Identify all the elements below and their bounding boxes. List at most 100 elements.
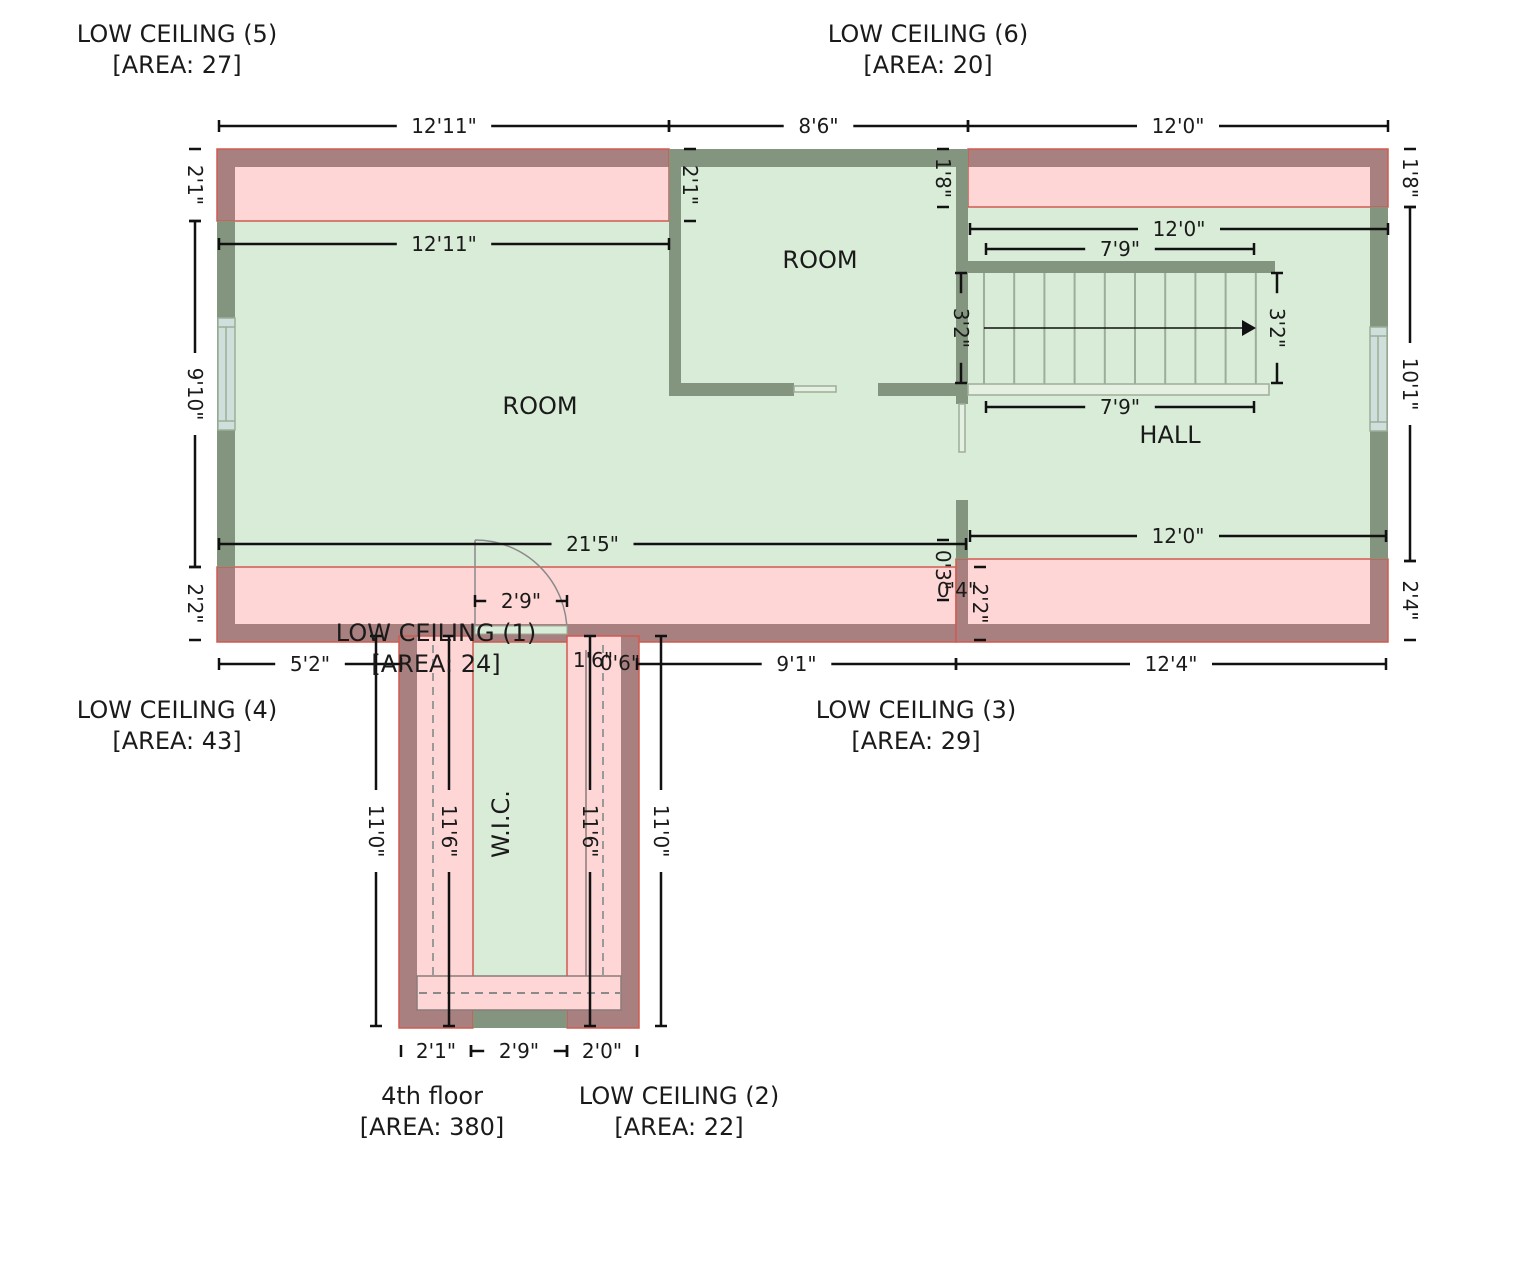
dimension-label: 2'2" bbox=[183, 583, 207, 623]
low-ceiling-6-label: LOW CEILING (6) [AREA: 20] bbox=[828, 20, 1028, 79]
dimension-wic-bot-left: 2'1" bbox=[399, 1039, 473, 1063]
dimension-label: 10'1" bbox=[1398, 358, 1422, 411]
sliding-door-small-room[interactable] bbox=[793, 385, 837, 393]
low-ceiling-3-zone bbox=[955, 558, 1389, 643]
dimension-label: 12'0" bbox=[1152, 114, 1205, 138]
dimension-stair-right: 3'2" bbox=[1265, 271, 1289, 385]
room-label-main: ROOM bbox=[502, 392, 577, 420]
wic-bottom-wall bbox=[473, 1010, 567, 1028]
wall-stair-top bbox=[968, 261, 1275, 273]
low-ceiling-4-zone bbox=[216, 566, 957, 643]
dimension-label: 7'9" bbox=[1100, 237, 1140, 261]
dimension-label: 12'0" bbox=[1153, 217, 1206, 241]
dimension-top-left: 12'11" bbox=[217, 114, 671, 138]
svg-text:LOW CEILING (3): LOW CEILING (3) bbox=[816, 696, 1016, 724]
dim-overlap-4: 0'6" bbox=[600, 651, 640, 675]
dimension-label: 2'2" bbox=[968, 583, 992, 623]
svg-text:[AREA: 27]: [AREA: 27] bbox=[112, 51, 241, 79]
dimension-door-width: 2'9" bbox=[473, 589, 569, 613]
dimension-label: 11'0" bbox=[649, 805, 673, 858]
dimension-label: 7'9" bbox=[1100, 395, 1140, 419]
wic-door[interactable] bbox=[474, 539, 568, 635]
dimension-label: 1'8" bbox=[931, 158, 955, 198]
dimension-label: 12'0" bbox=[1152, 524, 1205, 548]
low-ceiling-1-zone bbox=[398, 635, 474, 1029]
dimension-label: 12'4" bbox=[1145, 652, 1198, 676]
wall-small-room-left bbox=[669, 149, 681, 396]
dimension-top-mid: 8'6" bbox=[667, 114, 970, 138]
dimension-label: 2'1" bbox=[416, 1039, 456, 1063]
dimension-label: 2'4" bbox=[1398, 580, 1422, 620]
dimension-right-bot: 2'4" bbox=[1398, 559, 1422, 642]
dimension-small-c: 2'2" bbox=[968, 565, 992, 642]
staircase[interactable] bbox=[967, 273, 1270, 396]
dimension-wic-bot-right: 2'0" bbox=[565, 1039, 639, 1063]
window-left bbox=[217, 317, 236, 431]
low-ceiling-2-label: LOW CEILING (2) [AREA: 22] bbox=[579, 1082, 779, 1141]
wall-small-room-top bbox=[669, 149, 968, 167]
low-ceiling-5-label: LOW CEILING (5) [AREA: 27] bbox=[77, 20, 277, 79]
dimension-wic-left-outer: 11'0" bbox=[364, 634, 388, 1028]
dimension-label: 2'9" bbox=[499, 1039, 539, 1063]
dimension-wic-right-inner: 11'6" bbox=[578, 634, 602, 1028]
dimension-right-mid: 10'1" bbox=[1398, 205, 1422, 563]
svg-text:[AREA: 24]: [AREA: 24] bbox=[371, 650, 500, 678]
dimension-label: 12'11" bbox=[411, 114, 477, 138]
svg-text:LOW CEILING (5): LOW CEILING (5) bbox=[77, 20, 277, 48]
low-ceiling-4-label: LOW CEILING (4) [AREA: 43] bbox=[77, 696, 277, 755]
dimension-label: 2'9" bbox=[501, 589, 541, 613]
dimension-small-room-left: 2'1" bbox=[678, 147, 702, 223]
dimension-small-room-right: 1'8" bbox=[931, 147, 955, 209]
dimension-stair-top: 7'9" bbox=[984, 237, 1256, 261]
dimension-room-width: 21'5" bbox=[217, 532, 968, 556]
room-label-hall: HALL bbox=[1139, 421, 1201, 449]
low-ceiling-1-label: LOW CEILING (1) [AREA: 24] bbox=[336, 619, 536, 678]
dimension-small-a: 0'3" bbox=[931, 538, 955, 602]
dimension-label: 9'10" bbox=[183, 368, 207, 421]
dimension-bottom-mid: 9'1" bbox=[635, 652, 958, 676]
dimension-hall-bottom: 12'0" bbox=[968, 524, 1388, 548]
dimension-left-mid: 9'10" bbox=[183, 219, 207, 569]
dimension-label: 2'1" bbox=[183, 165, 207, 205]
dimension-bottom-right: 12'4" bbox=[954, 652, 1388, 676]
dimension-label: 21'5" bbox=[566, 532, 619, 556]
dimension-label: 1'8" bbox=[1398, 158, 1422, 198]
dimension-label: 2'0" bbox=[582, 1039, 622, 1063]
dimension-label: 3'2" bbox=[1265, 308, 1289, 348]
svg-text:LOW CEILING (6): LOW CEILING (6) bbox=[828, 20, 1028, 48]
dimension-right-top: 1'8" bbox=[1398, 147, 1422, 209]
svg-text:LOW CEILING (4): LOW CEILING (4) bbox=[77, 696, 277, 724]
dimension-left-bot: 2'2" bbox=[183, 565, 207, 642]
dim-overlap-3: 1'6" bbox=[573, 648, 613, 672]
dimension-label: 8'6" bbox=[798, 114, 838, 138]
svg-text:[AREA: 380]: [AREA: 380] bbox=[360, 1113, 505, 1141]
dimension-hall-top: 12'0" bbox=[968, 217, 1390, 241]
svg-text:[AREA: 43]: [AREA: 43] bbox=[112, 727, 241, 755]
sliding-door-hall[interactable] bbox=[958, 403, 966, 453]
dimension-label: 11'6" bbox=[578, 805, 602, 858]
dimension-left-top: 2'1" bbox=[183, 147, 207, 223]
wall-small-room-bottom-a bbox=[669, 383, 794, 396]
svg-text:[AREA: 29]: [AREA: 29] bbox=[851, 727, 980, 755]
room-label-wic: W.I.C. bbox=[487, 790, 515, 858]
low-ceiling-6-zone bbox=[967, 148, 1389, 208]
dimension-label: 0'3" bbox=[931, 550, 955, 590]
dimension-wic-right-outer: 11'0" bbox=[649, 634, 673, 1028]
dimension-wic-left-inner: 11'6" bbox=[437, 634, 461, 1028]
dimension-bottom-left: 5'2" bbox=[217, 652, 403, 676]
dimension-stair-left: 3'2" bbox=[949, 271, 973, 385]
low-ceiling-3-label: LOW CEILING (3) [AREA: 29] bbox=[816, 696, 1016, 755]
svg-text:[AREA: 20]: [AREA: 20] bbox=[863, 51, 992, 79]
dimension-stair-bottom: 7'9" bbox=[984, 395, 1256, 419]
dimension-label: 11'6" bbox=[437, 805, 461, 858]
svg-text:[AREA: 22]: [AREA: 22] bbox=[614, 1113, 743, 1141]
wall-small-room-bottom-b bbox=[878, 383, 968, 396]
dimension-top-right: 12'0" bbox=[966, 114, 1390, 138]
svg-text:4th floor: 4th floor bbox=[381, 1082, 483, 1110]
dimension-label: 2'1" bbox=[678, 165, 702, 205]
room-label-small: ROOM bbox=[782, 246, 857, 274]
dimension-label: 11'0" bbox=[364, 805, 388, 858]
dimension-label: 9'1" bbox=[776, 652, 816, 676]
svg-text:LOW CEILING (2): LOW CEILING (2) bbox=[579, 1082, 779, 1110]
